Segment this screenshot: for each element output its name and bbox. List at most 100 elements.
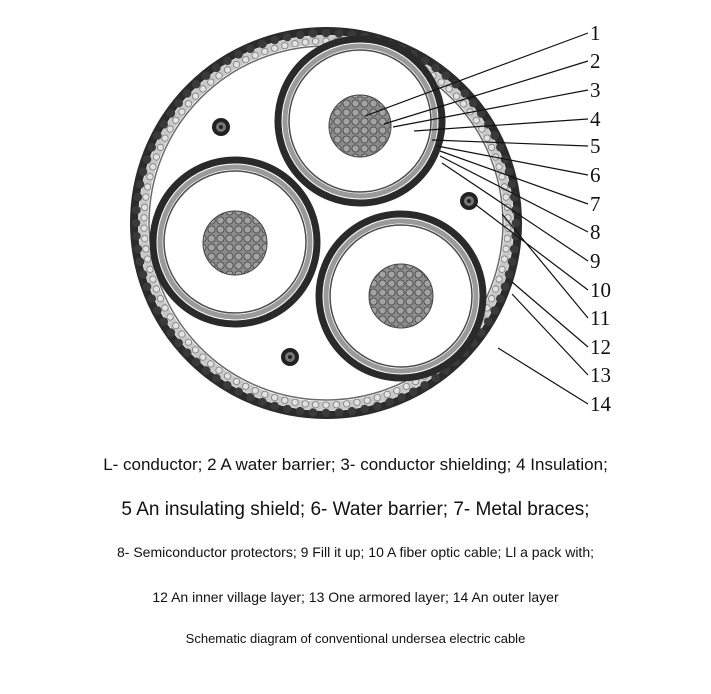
bedding-bead <box>271 393 279 402</box>
power-core-right <box>315 210 487 382</box>
armor-wire <box>385 397 394 407</box>
bedding-bead <box>166 125 174 133</box>
callout-7: 7 <box>590 192 601 216</box>
bedding-bead <box>149 163 157 171</box>
bedding-bead <box>502 193 510 201</box>
armor-wire <box>295 406 305 416</box>
armor-wire <box>308 29 318 38</box>
armor-wire <box>321 28 331 38</box>
armor-wire <box>270 401 280 411</box>
callout-11: 11 <box>590 306 610 330</box>
bedding-bead <box>146 265 154 273</box>
armor-wire <box>258 397 267 407</box>
armor-wire <box>511 218 521 228</box>
power-core-left <box>149 156 321 328</box>
armor-wire <box>153 131 162 140</box>
armor-wire <box>490 131 500 140</box>
bedding-bead <box>487 294 496 303</box>
figure-caption: Schematic diagram of conventional unders… <box>185 631 526 646</box>
armor-wire <box>201 71 211 80</box>
armor-wire <box>133 244 143 254</box>
bedding-bead <box>271 44 279 53</box>
armor-wire <box>295 30 305 40</box>
armor-wire <box>308 408 318 417</box>
bedding-bead <box>498 265 506 273</box>
armor-wire <box>166 109 176 118</box>
armor-wire <box>138 270 148 279</box>
bedding-bead <box>445 85 453 93</box>
armor-wire <box>212 373 221 383</box>
armor-wire <box>174 338 183 348</box>
fiber-optic-cable <box>212 118 230 136</box>
bedding-bead <box>140 224 148 232</box>
bedding-bead <box>215 72 223 80</box>
legend-line-1: L- conductor; 2 A water barrier; 3- cond… <box>103 455 608 474</box>
armor-wire <box>234 50 243 59</box>
bedding-bead <box>402 382 410 390</box>
armor-wire <box>441 71 451 80</box>
armor-wire <box>409 387 418 397</box>
bedding-bead <box>311 37 320 45</box>
armor-wire <box>153 306 162 315</box>
armor-wire <box>360 404 370 414</box>
bedding-bead <box>495 275 503 283</box>
bedding-bead <box>281 396 289 404</box>
bedding-bead <box>301 38 309 46</box>
armor-wire <box>490 306 500 315</box>
bedding-bead <box>191 92 200 100</box>
callout-8: 8 <box>590 220 601 244</box>
bedding-bead <box>291 40 299 48</box>
armor-wire <box>347 406 357 416</box>
bedding-bead <box>343 400 351 408</box>
armor-wire <box>507 180 517 189</box>
bedding-bead <box>207 360 215 368</box>
armor-wire <box>511 205 520 215</box>
armor-wire <box>166 328 176 337</box>
bedding-bead <box>232 60 241 69</box>
callout-4: 4 <box>590 107 601 131</box>
cable-cross-section-diagram: 1 2 3 4 5 6 7 8 9 10 11 12 13 14 <box>130 21 612 419</box>
bedding-bead <box>437 78 445 86</box>
armor-wire <box>192 357 201 367</box>
conductor <box>202 210 268 276</box>
bedding-bead <box>156 143 164 151</box>
armor-wire <box>182 89 192 98</box>
bedding-bead <box>172 322 180 330</box>
leader-lines <box>364 32 589 405</box>
bedding-bead <box>224 66 232 74</box>
armor-wire <box>469 98 478 108</box>
bedding-bead <box>140 214 148 222</box>
bedding-bead <box>144 183 152 191</box>
armor-wire <box>283 32 292 42</box>
bedding-bead <box>291 398 299 406</box>
armor-wire <box>212 63 221 73</box>
armor-wire <box>484 317 493 327</box>
callout-6: 6 <box>590 163 601 187</box>
armor-wire <box>135 257 145 267</box>
fiber-optic-cable <box>460 192 478 210</box>
armor-wire <box>258 39 267 49</box>
bedding-bead <box>207 78 215 86</box>
callout-12: 12 <box>590 335 611 359</box>
bedding-bead <box>491 285 500 293</box>
callout-10: 10 <box>590 278 611 302</box>
bedding-bead <box>311 401 320 409</box>
callout-14: 14 <box>590 392 612 416</box>
bedding-bead <box>224 372 232 380</box>
armor-wire <box>496 143 505 152</box>
armor-wire <box>431 63 440 73</box>
bedding-bead <box>146 173 154 181</box>
bedding-bead <box>149 275 157 283</box>
bedding-bead <box>332 401 340 409</box>
armor-wire <box>334 408 344 417</box>
armor-wire <box>246 393 255 402</box>
bedding-bead <box>383 390 391 398</box>
bedding-bead <box>363 396 371 404</box>
conductor <box>328 94 392 158</box>
armor-wire <box>460 89 470 98</box>
bedding-bead <box>152 285 160 293</box>
armor-wire <box>132 231 141 241</box>
armor-wire <box>223 56 232 65</box>
armor-wire <box>334 29 344 38</box>
bedding-bead <box>322 401 330 409</box>
